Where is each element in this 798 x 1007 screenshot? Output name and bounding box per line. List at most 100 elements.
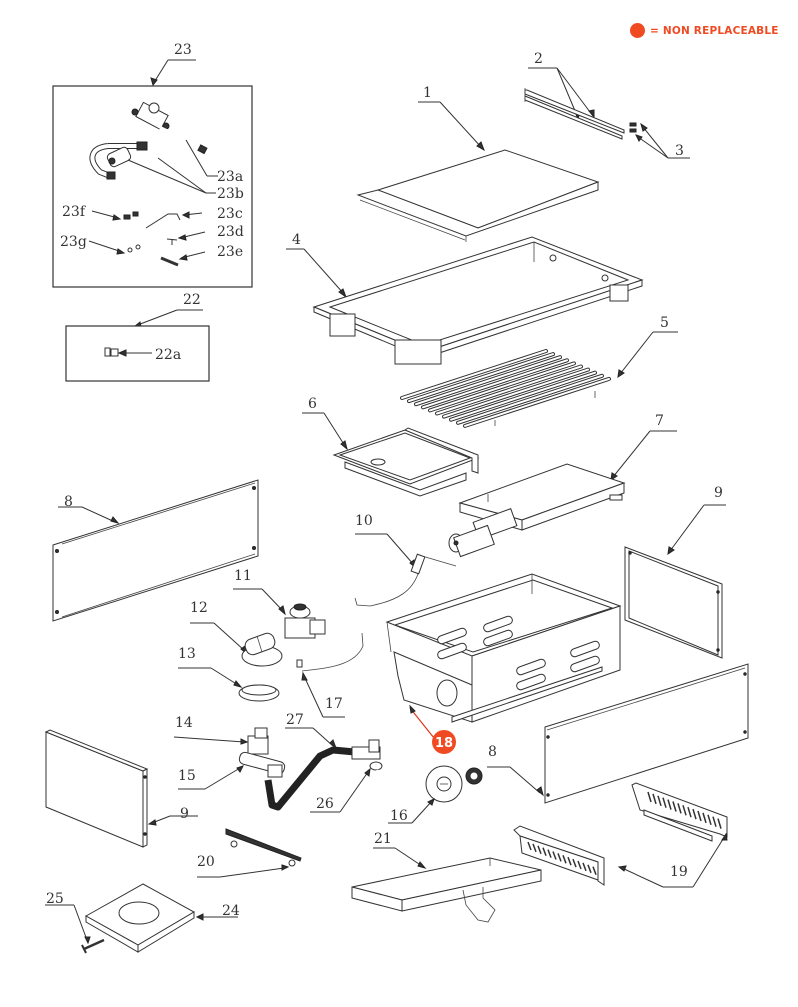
- callout-17: 17: [325, 696, 343, 712]
- shield-fin: [592, 866, 597, 875]
- leader-8-right: [509, 766, 541, 794]
- part-11-igniter: 11: [233, 568, 326, 639]
- leader-26: [339, 771, 369, 813]
- callout-23b: 23b: [217, 186, 244, 202]
- shield-fin: [692, 808, 697, 820]
- callout-14: 14: [175, 715, 193, 731]
- screws-3: [629, 122, 637, 127]
- hose-23b: [89, 141, 148, 180]
- leader-1: [439, 101, 483, 149]
- leader-4: [303, 248, 345, 295]
- callout-25: 25: [46, 891, 64, 907]
- shield-fin: [667, 799, 672, 810]
- leader-9-right: [669, 504, 705, 552]
- grate-bar-highlight: [450, 371, 596, 421]
- grate-bar-highlight: [457, 374, 603, 424]
- arrowhead-23: [150, 77, 158, 87]
- leader-16: [411, 800, 433, 824]
- shield-fins: [527, 841, 597, 875]
- grate-bar-highlight: [415, 356, 561, 406]
- leader-13: [210, 667, 239, 686]
- part-1-griddle: 1: [356, 85, 600, 242]
- part-9-left-panel: 9: [44, 729, 198, 848]
- shield-fin: [687, 806, 692, 818]
- part-26-connector: 26: [310, 739, 383, 813]
- shield-fin: [677, 803, 682, 814]
- callout-12: 12: [190, 600, 208, 616]
- part-7-burner: 7: [448, 413, 677, 558]
- part-13-bezel: 13: [178, 646, 280, 702]
- callout-23c: 23c: [217, 206, 243, 222]
- shield-fin: [712, 816, 717, 827]
- callout-22a: 22a: [155, 347, 181, 363]
- part-16-regulator: 16: [375, 765, 483, 824]
- part-14-15-valve: 14 15: [173, 715, 286, 790]
- washer-23g: [127, 247, 133, 253]
- part-8-right-panel: 8: [487, 663, 749, 804]
- shield-fin: [707, 814, 712, 826]
- shield-fin: [702, 812, 707, 824]
- leader-23g: [88, 240, 123, 253]
- grate-bar-highlight: [436, 365, 582, 415]
- callout-23g: 23g: [60, 234, 87, 250]
- callout-21: 21: [374, 831, 392, 847]
- part-12-knob: 12: [190, 600, 283, 667]
- part-20-bracket: 20: [197, 828, 302, 878]
- callout-7: 7: [655, 413, 664, 429]
- leader-5: [619, 331, 654, 375]
- callout-26: 26: [316, 796, 334, 812]
- shield-fin: [567, 856, 572, 866]
- leader-11: [261, 588, 284, 612]
- shield-fin: [587, 864, 592, 874]
- leader-23b-1: [127, 159, 207, 194]
- shield-fin: [647, 791, 652, 803]
- shield-fin: [557, 853, 562, 862]
- kit-22-group: 22 22a: [65, 292, 210, 382]
- leader-17: [303, 675, 324, 718]
- part-5-grate: 5: [400, 315, 678, 428]
- shield-fin: [662, 797, 667, 808]
- callout-23: 23: [174, 42, 192, 58]
- callout-15: 15: [178, 768, 196, 784]
- grate-bar-highlight: [464, 377, 610, 427]
- callout-20: 20: [197, 854, 215, 870]
- part-21-drip-pan: 21: [351, 831, 542, 923]
- fitting-22a: [104, 347, 111, 357]
- leader-15: [204, 767, 241, 790]
- grate-bar-highlight: [408, 353, 554, 403]
- callout-13: 13: [178, 646, 196, 662]
- callout-2: 2: [534, 51, 543, 67]
- shield-fin: [682, 805, 687, 816]
- part-25-screw: 25: [45, 891, 105, 954]
- callout-23f: 23f: [62, 204, 87, 220]
- grate-bar-highlight: [429, 362, 575, 412]
- firebox-vent-slots: [437, 615, 600, 691]
- leader-20: [219, 867, 285, 878]
- leader-3b: [637, 136, 669, 159]
- shield-fin: [537, 845, 542, 855]
- callout-19: 19: [670, 864, 688, 880]
- callout-9-left: 9: [180, 806, 189, 822]
- vent-slot: [437, 627, 467, 645]
- vent-slot: [483, 629, 513, 647]
- shield-fins: [647, 791, 722, 829]
- callout-24: 24: [222, 903, 240, 919]
- shield-fin: [652, 793, 657, 805]
- vent-slot: [516, 673, 546, 691]
- grate-bar-highlight: [401, 350, 547, 399]
- part-24-base: 24: [84, 883, 240, 953]
- shield-fin: [547, 849, 552, 858]
- callout-18: 18: [435, 736, 453, 751]
- regulator-23a: [131, 101, 208, 155]
- shield-fin: [697, 810, 702, 822]
- callout-1: 1: [423, 85, 432, 101]
- grate-bar-highlight: [422, 359, 568, 409]
- pin-23c: [145, 213, 181, 229]
- leader-21: [394, 847, 423, 867]
- part-2-3-rails: 2 3: [524, 51, 690, 159]
- shield-fin: [562, 855, 567, 864]
- screw-23f: [123, 214, 131, 220]
- callout-8-right: 8: [488, 744, 497, 760]
- leader-6: [323, 412, 346, 447]
- callout-3: 3: [675, 143, 684, 159]
